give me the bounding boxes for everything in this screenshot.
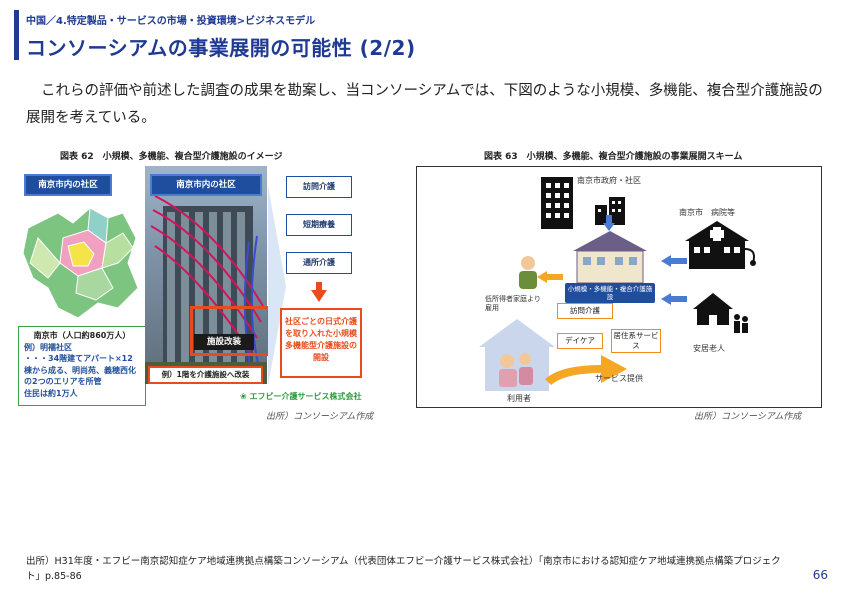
home-label-left: 低所得者家庭より雇用 bbox=[485, 295, 541, 313]
curved-arrow-icon bbox=[545, 355, 627, 385]
hospital-icon bbox=[685, 221, 756, 269]
arrow-left-icon bbox=[661, 293, 687, 305]
office-building-icon bbox=[541, 177, 573, 229]
nanjing-info-box: 南京市（人口約860万人） 例）明襦社区 ・・・34階建てアパート×12棟から成… bbox=[18, 326, 146, 406]
photo-label: 南京市内の社区 bbox=[150, 174, 262, 196]
caregiver-icon bbox=[519, 256, 537, 289]
page-title: コンソーシアムの事業展開の可能性 (2/2) bbox=[26, 36, 416, 60]
page-number: 66 bbox=[812, 568, 828, 582]
company-logo: ❀ エフビー介護サービス株式会社 bbox=[240, 391, 362, 402]
hospital-label: 南京市 病院等 bbox=[679, 208, 735, 217]
senior-label: 安居老人 bbox=[693, 344, 725, 353]
housing-service-box: 居住系サービス bbox=[611, 329, 661, 353]
user-home-icon bbox=[479, 319, 555, 391]
intro-paragraph: これらの評価や前述した調査の成果を勘案し、当コンソーシアムでは、下図のような小規… bbox=[26, 83, 823, 126]
gov-label: 南京市政府・社区 bbox=[577, 176, 641, 185]
home-label-left-line1: 低所得者家庭より bbox=[485, 295, 541, 303]
map-illustration bbox=[22, 207, 139, 319]
logo-text: エフビー介護サービス株式会社 bbox=[249, 392, 362, 401]
service-provide-label: サービス提供 bbox=[595, 374, 643, 383]
arrow-left-icon bbox=[537, 271, 563, 283]
visit-care-box: 訪問介護 bbox=[557, 303, 613, 319]
user-label: 利用者 bbox=[507, 394, 531, 403]
figure-62: 南京市内の社区 南京市（人口約860万人） 例）明襦社区 ・・・34階建てアパー… bbox=[18, 166, 370, 418]
facility-house-icon bbox=[573, 231, 647, 283]
leaf-icon: ❀ bbox=[240, 392, 250, 401]
service-day-care: 通所介護 bbox=[286, 252, 352, 274]
service-home-visit: 訪問介護 bbox=[286, 176, 352, 198]
chevron-right-icon bbox=[268, 186, 286, 386]
figure-62-caption: 出所）コンソーシアム作成 bbox=[266, 412, 374, 422]
small-building-icon bbox=[595, 197, 625, 225]
map-label: 南京市内の社区 bbox=[24, 174, 112, 196]
renovation-label: 施設改装 bbox=[194, 334, 254, 350]
info-line-3: ・・・34階建てアパート×12棟から成る、明尚苑、義穂西化の2つのエリアを所管 bbox=[24, 354, 136, 386]
figure-63-title: 図表 63 小規模、多機能、複合型介護施設の事業展開スキーム bbox=[484, 152, 743, 162]
arrow-down-icon bbox=[311, 282, 327, 302]
title-accent-bar bbox=[14, 10, 19, 60]
info-line-1: 南京市（人口約860万人） bbox=[33, 331, 131, 340]
info-line-2: 例）明襦社区 bbox=[24, 342, 72, 352]
home-label-left-line2: 雇用 bbox=[485, 304, 499, 312]
figure-62-title: 図表 62 小規模、多機能、複合型介護施設のイメージ bbox=[60, 152, 283, 162]
result-box: 社区ごとの日式介護を取り入れた小規模多機能型介護施設の開設 bbox=[280, 308, 362, 378]
facility-label: 小規模・多機能・複合介護施設 bbox=[565, 283, 655, 303]
breadcrumb: 中国／4.特定製品・サービスの市場・投資環境>ビジネスモデル bbox=[26, 16, 316, 27]
footer-source: 出所）H31年度・エフビー南京認知症ケア地域連携拠点構築コンソーシアム（代表団体… bbox=[26, 556, 781, 582]
elderly-home-icon bbox=[693, 293, 748, 333]
arrow-left-icon bbox=[661, 255, 687, 267]
service-short-stay: 短期療養 bbox=[286, 214, 352, 236]
figure-63: 南京市政府・社区 南京市 病院等 小規模・多機能・複合介護施設 低所得者家庭より… bbox=[416, 166, 822, 408]
figure-63-caption: 出所）コンソーシアム作成 bbox=[694, 412, 802, 422]
arrow-down-icon bbox=[603, 215, 615, 231]
day-care-box: デイケア bbox=[557, 333, 603, 349]
info-line-4: 住民は約1万人 bbox=[24, 388, 78, 398]
floor-note: 例）1階を介護施設へ改装 bbox=[148, 366, 263, 384]
